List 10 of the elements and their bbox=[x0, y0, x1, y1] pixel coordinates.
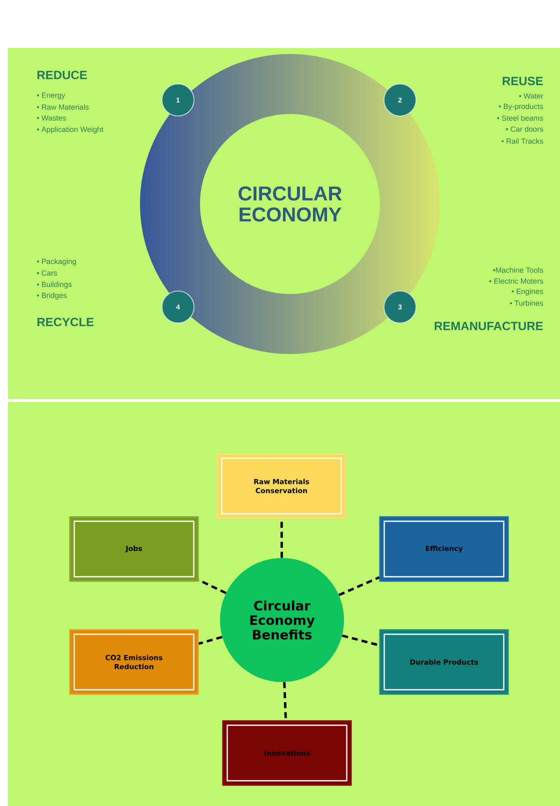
heading: REMANUFACTURE bbox=[434, 322, 543, 330]
dashed-connector bbox=[342, 634, 380, 646]
heading: RECYCLE bbox=[38, 318, 94, 326]
ring: CIRCULAR ECONOMY bbox=[238, 186, 342, 222]
dashed-connector bbox=[198, 636, 222, 645]
heading: REDUCE bbox=[38, 70, 87, 80]
dashed-connector bbox=[338, 576, 380, 596]
dashed-connector bbox=[283, 682, 287, 720]
dashed-connector bbox=[198, 578, 226, 594]
heading: REUSE bbox=[502, 76, 543, 86]
